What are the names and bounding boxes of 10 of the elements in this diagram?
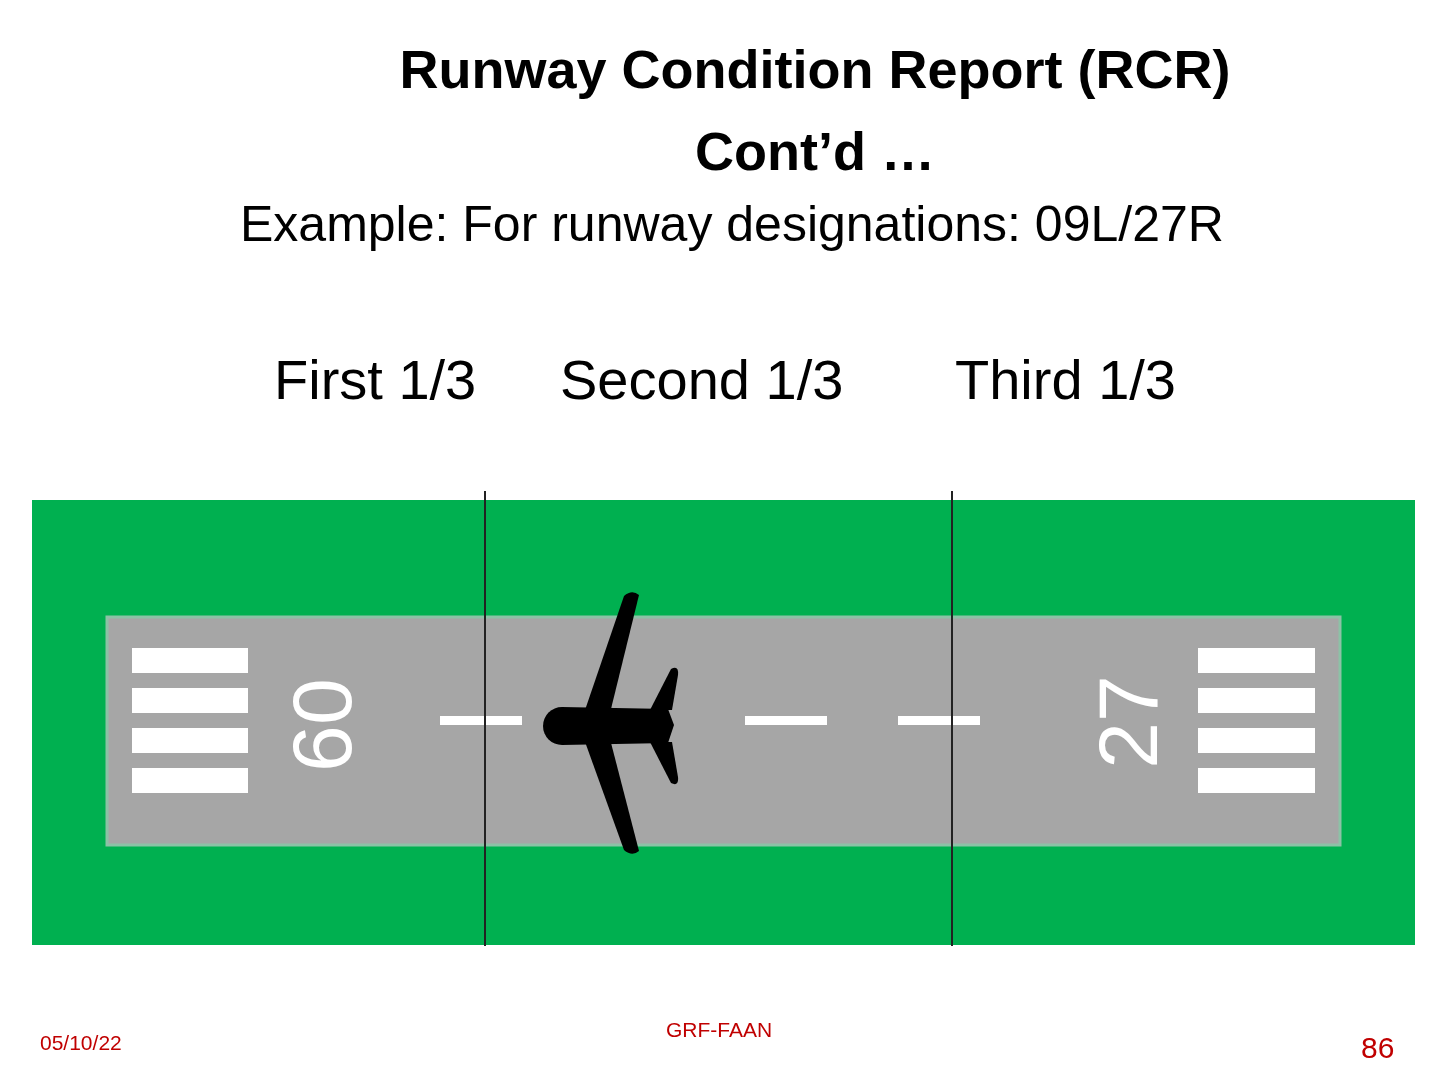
date-text: 05/10/22 xyxy=(40,1031,122,1056)
subtitle-text: Example: For runway designations: 09L/27R xyxy=(240,196,1224,254)
runway-designator: 09 xyxy=(291,678,354,772)
section-label: Third 1/3 xyxy=(955,348,1176,413)
section-label: First 1/3 xyxy=(274,348,477,413)
slide-title: Runway Condition Report (RCR) Cont’d … xyxy=(398,38,1232,183)
footer-text: GRF-FAAN xyxy=(666,1018,773,1043)
page-number: 86 xyxy=(1361,1031,1395,1066)
section-label: Second 1/3 xyxy=(560,348,844,413)
runway-designator: 27 xyxy=(1096,675,1159,769)
